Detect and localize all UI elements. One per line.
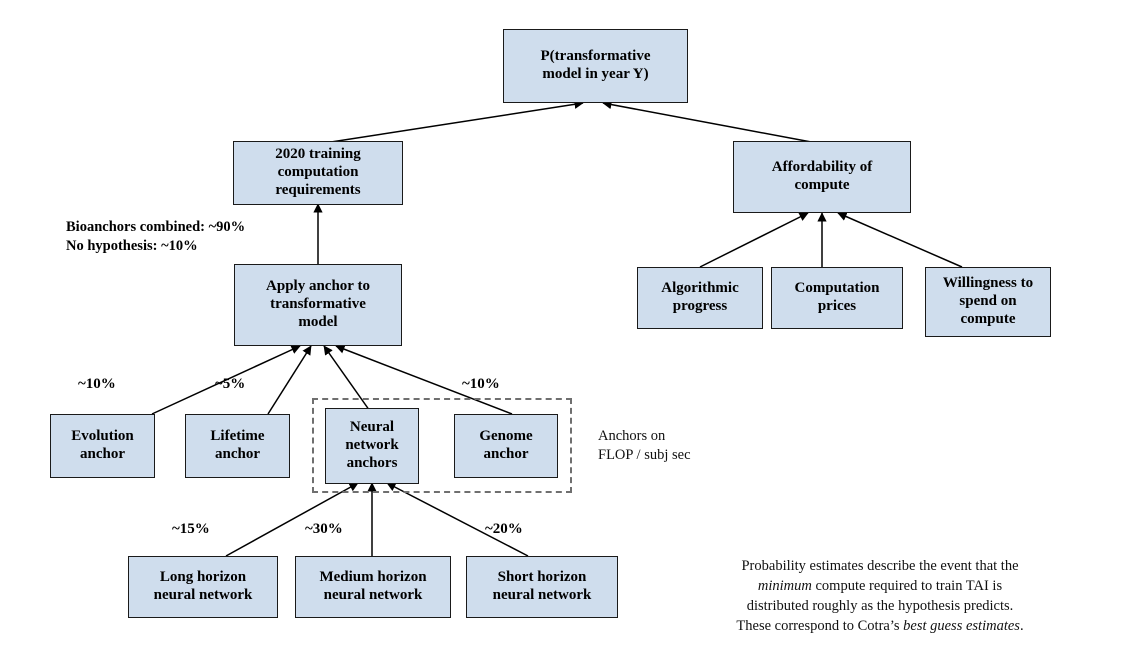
node-computation-prices[interactable]: Computation prices bbox=[771, 267, 903, 329]
node-evolution-anchor[interactable]: Evolution anchor bbox=[50, 414, 155, 478]
caption-line-2-rest: compute required to train TAI is bbox=[811, 578, 1003, 594]
node-short-horizon[interactable]: Short horizon neural network bbox=[466, 556, 618, 618]
node-apply-anchor[interactable]: Apply anchor to transformative model bbox=[234, 264, 402, 346]
node-willingness-to-spend-label: Willingness to spend on compute bbox=[942, 275, 1034, 327]
node-medium-horizon-label: Medium horizon neural network bbox=[319, 569, 427, 603]
node-evolution-anchor-label: Evolution anchor bbox=[71, 428, 134, 462]
edge-label-short-pct: ~20% bbox=[485, 521, 523, 537]
node-affordability[interactable]: Affordability of compute bbox=[733, 141, 911, 213]
node-neural-network-anchors-label: Neural network anchors bbox=[345, 419, 399, 471]
edge-algo-to-afford bbox=[699, 212, 809, 268]
edge-label-lifetime-pct: ~5% bbox=[215, 376, 246, 392]
caption-italic-best-guess: best guess estimates bbox=[903, 618, 1020, 634]
edge-willing-to-afford bbox=[837, 212, 963, 268]
node-genome-anchor-label: Genome anchor bbox=[479, 428, 533, 462]
node-training-requirements-label: 2020 training computation requirements bbox=[275, 146, 361, 198]
caption-line-1: Probability estimates describe the event… bbox=[741, 558, 1019, 574]
node-willingness-to-spend[interactable]: Willingness to spend on compute bbox=[925, 267, 1051, 337]
edge-label-medium-pct: ~30% bbox=[305, 521, 343, 537]
caption-line-4-post: . bbox=[1019, 618, 1024, 634]
node-short-horizon-label: Short horizon neural network bbox=[492, 569, 592, 603]
node-neural-network-anchors[interactable]: Neural network anchors bbox=[325, 408, 419, 484]
node-root-label: P(transformative model in year Y) bbox=[540, 48, 651, 82]
edge-label-genome-pct: ~10% bbox=[462, 376, 500, 392]
node-algorithmic-progress[interactable]: Algorithmic progress bbox=[637, 267, 763, 329]
node-root[interactable]: P(transformative model in year Y) bbox=[503, 29, 688, 103]
edge-afford-to-root bbox=[602, 100, 823, 145]
edge-short-to-nn bbox=[386, 482, 529, 557]
node-affordability-label: Affordability of compute bbox=[771, 159, 873, 193]
edge-label-long-pct: ~15% bbox=[172, 521, 210, 537]
node-computation-prices-label: Computation prices bbox=[794, 280, 880, 314]
node-long-horizon-label: Long horizon neural network bbox=[153, 569, 253, 603]
node-apply-anchor-label: Apply anchor to transformative model bbox=[266, 278, 370, 330]
node-training-requirements[interactable]: 2020 training computation requirements bbox=[233, 141, 403, 205]
edge-training-to-root bbox=[317, 99, 584, 145]
node-long-horizon[interactable]: Long horizon neural network bbox=[128, 556, 278, 618]
node-algorithmic-progress-label: Algorithmic progress bbox=[661, 280, 739, 314]
edge-lifetime-to-apply bbox=[267, 345, 312, 415]
edge-label-evolution-pct: ~10% bbox=[78, 376, 116, 392]
node-lifetime-anchor[interactable]: Lifetime anchor bbox=[185, 414, 290, 478]
caption-italic-minimum: minimum bbox=[757, 578, 812, 594]
node-genome-anchor[interactable]: Genome anchor bbox=[454, 414, 558, 478]
caption-text: Probability estimates describe the event… bbox=[660, 556, 1100, 636]
node-lifetime-anchor-label: Lifetime anchor bbox=[210, 428, 265, 462]
node-medium-horizon[interactable]: Medium horizon neural network bbox=[295, 556, 451, 618]
anchors-group-note: Anchors on FLOP / subj sec bbox=[598, 428, 691, 463]
bioanchors-combined-note: Bioanchors combined: ~90% No hypothesis:… bbox=[66, 219, 246, 254]
edge-long-to-nn bbox=[225, 482, 359, 557]
caption-line-4-pre: These correspond to Cotra’s bbox=[736, 618, 904, 634]
caption-line-3: distributed roughly as the hypothesis pr… bbox=[746, 598, 1014, 614]
